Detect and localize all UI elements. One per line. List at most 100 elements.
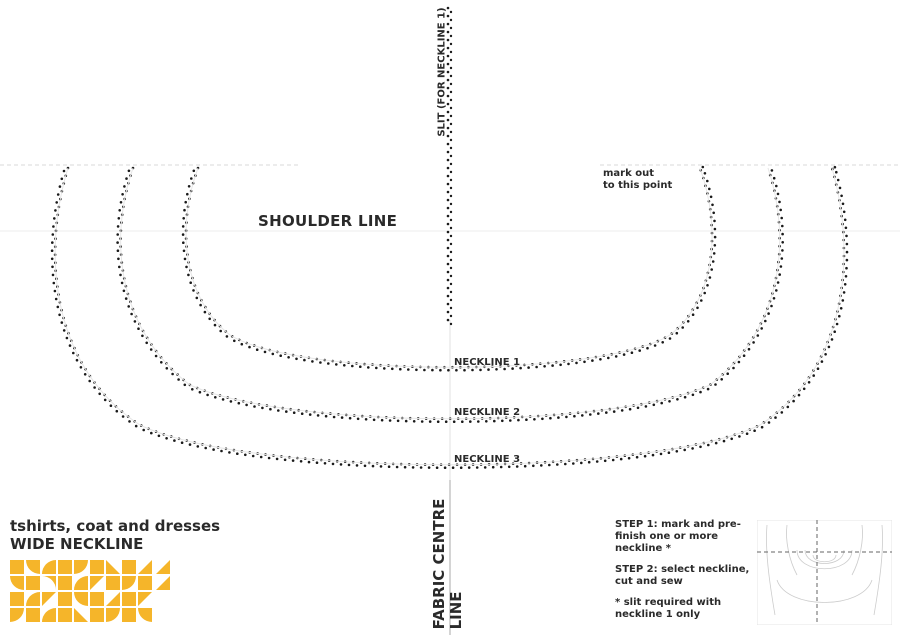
pattern-dot [364,418,368,421]
pattern-dot [446,182,450,186]
pattern-dot [599,358,602,361]
pattern-dot [58,313,61,317]
pattern-dot [836,178,840,182]
pattern-dot [412,420,416,423]
pattern-dot [714,383,717,386]
pattern-dot [517,418,520,422]
pattern-dot [449,194,453,198]
pattern-dot [467,466,471,469]
pattern-dot [841,299,845,302]
pattern-dot [839,307,843,310]
pattern-dot [461,420,464,424]
pattern-dot [277,409,280,412]
pattern-dot [614,355,618,358]
pattern-dot [267,456,271,460]
pattern-dot [449,218,453,222]
pattern-dot [187,185,191,188]
pattern-dot [635,455,639,459]
pattern-dot [449,162,453,166]
pattern-dot [501,419,504,423]
pattern-dot [446,206,450,210]
pattern-dot [130,312,133,316]
pattern-dot [58,185,62,188]
pattern-dot [449,106,453,110]
pattern-dot [446,22,450,26]
pattern-dot [446,94,450,98]
pattern-dot [459,466,463,470]
pattern-dot [287,356,290,359]
pattern-dot [557,416,560,419]
pattern-dot [343,364,346,367]
pattern-dot [173,439,176,442]
pattern-dot [446,166,450,170]
pattern-dot [446,150,450,154]
pattern-dot [292,411,296,415]
slit-label: SLIT (FOR NECKLINE 1) [436,7,448,137]
pattern-dot [675,331,679,335]
pattern-dot [62,329,66,332]
pattern-dot [446,174,450,178]
pattern-dot [283,458,287,462]
pattern-dot [387,465,391,469]
pattern-dot [691,393,695,397]
pattern-dot [388,419,392,422]
pattern-dot [199,303,202,307]
pattern-dot [157,434,161,438]
pattern-dot [271,352,275,356]
pattern-dot [653,344,657,347]
pattern-dot [439,368,442,372]
pattern-dot [50,257,54,261]
pattern-dot [72,351,75,355]
pattern-dot [446,278,450,282]
pattern-dot [446,142,450,146]
pattern-dot [660,401,663,405]
pattern-dot [712,252,716,255]
shoulder-line-label: SHOULDER LINE [258,212,398,230]
pattern-dot [60,177,64,181]
pattern-dot [835,170,838,174]
slit-note-text: * slit required with neckline 1 only [615,597,722,620]
pattern-dot [116,225,120,228]
pattern-dot [446,70,450,74]
pattern-dot [564,462,567,466]
mark-out-line-2: to this point [603,180,673,191]
pattern-dot [812,374,815,377]
pattern-dot [475,466,479,469]
pattern-dot [449,266,453,270]
pattern-dot [696,306,699,310]
pattern-dot [443,466,447,470]
pattern-dot [428,420,432,423]
pattern-dot [708,276,712,279]
pattern-dot [355,464,359,467]
pattern-dot [449,34,453,38]
pattern-dot [711,203,714,207]
geometric-logo-icon [10,560,170,622]
pattern-dot [116,241,119,244]
pattern-dot [607,356,610,360]
pattern-dot [780,257,784,260]
pattern-dot [182,217,185,220]
pattern-dot [652,403,656,407]
pattern-dot [371,464,375,468]
pattern-dot [845,266,848,270]
pattern-dot [55,201,58,204]
pattern-dot [543,365,546,368]
pattern-dot [446,110,450,114]
pattern-dot [404,419,408,423]
pattern-dot [845,250,849,254]
pattern-dot [709,195,713,199]
pattern-dot [756,334,760,337]
pattern-dot [436,420,440,424]
neckline-3-label: NECKLINE 3 [454,454,521,465]
pattern-dot [838,186,842,190]
neckline-2-guide-curve [120,167,781,420]
pattern-dot [54,209,57,212]
pattern-dot [195,296,199,300]
pattern-dot [449,90,453,94]
pattern-dot [198,390,202,394]
pattern-dot [118,209,121,212]
pattern-dot [191,388,194,391]
pattern-dot [160,361,163,364]
pattern-dot [446,78,450,82]
pattern-dot [699,390,702,394]
